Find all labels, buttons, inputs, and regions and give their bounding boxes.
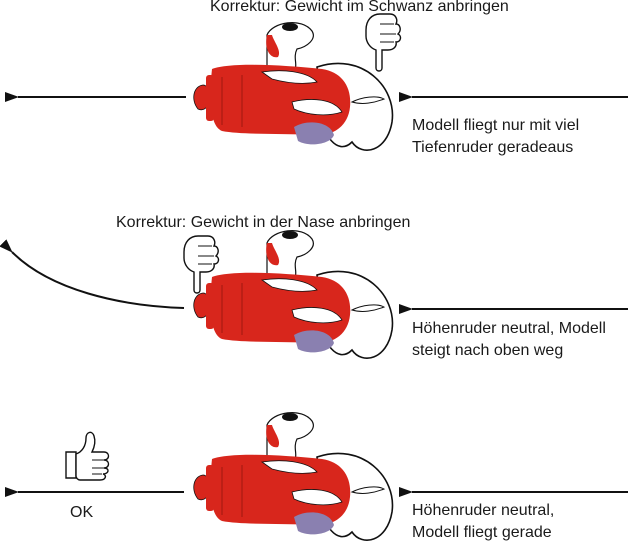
description-2-line1: Höhenruder neutral, Modell (412, 320, 606, 337)
airplane-model-icon (192, 21, 394, 151)
ok-label: OK (70, 504, 94, 521)
description-3-line1: Höhenruder neutral, (412, 502, 555, 519)
correction-label-1: Korrektur: Gewicht im Schwanz anbringen (210, 0, 509, 15)
airplane-model-icon (192, 411, 394, 541)
panel-3 (4, 411, 628, 541)
panel-1 (4, 13, 628, 151)
description-2-line2: steigt nach oben weg (412, 342, 564, 359)
pointing-down-hand-icon (365, 13, 402, 72)
correction-label-2: Korrektur: Gewicht in der Nase anbringen (116, 214, 411, 231)
description-1-line2: Tiefenruder geradeaus (412, 139, 574, 156)
description-3-line2: Modell fliegt gerade (412, 524, 552, 541)
thumbs-up-icon (65, 431, 110, 481)
flight-direction-curved-arrow (0, 239, 185, 309)
airplane-model-icon (192, 229, 394, 359)
panel-2 (0, 229, 628, 359)
description-1-line1: Modell fliegt nur mit viel (412, 117, 580, 134)
